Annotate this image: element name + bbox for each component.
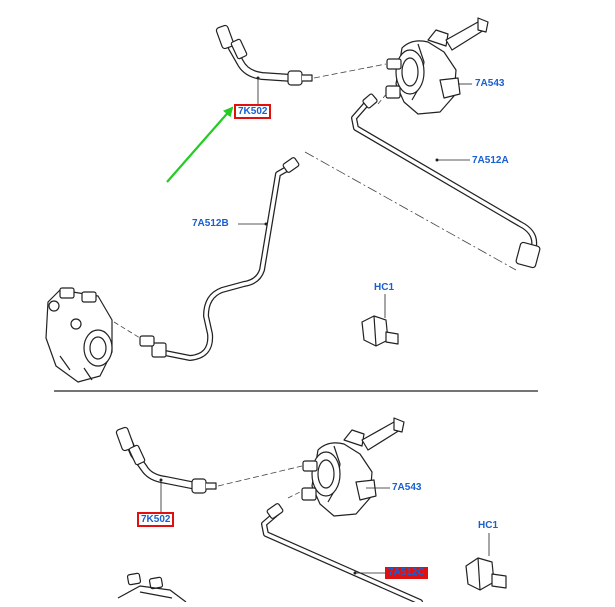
hose-7k502-top [215,24,313,86]
label-7a512a[interactable]: 7A512A [472,155,509,166]
label-7a543-top[interactable]: 7A543 [475,78,505,89]
slave-cylinder-top [45,287,113,383]
hc1-clip-top [361,294,399,347]
slave-cylinder-bottom [117,572,187,603]
label-hc1-bottom[interactable]: HC1 [478,520,499,531]
green-arrow [166,106,234,183]
pipe-7a512a [351,93,541,269]
label-7a512c[interactable]: 7A512C [385,567,428,579]
label-7k502-bottom[interactable]: 7K502 [137,512,175,527]
hose-7k502-bottom [115,426,217,494]
pipe-7a512c [261,503,423,605]
master-cylinder-7a543-top [385,17,489,115]
hc1-clip-bottom [465,533,507,591]
label-hc1-top[interactable]: HC1 [374,282,395,293]
label-7a543-bottom[interactable]: 7A543 [392,482,422,493]
pipe-7a512b [139,157,300,361]
label-7k502-top[interactable]: 7K502 [234,104,272,119]
master-cylinder-7a543-bottom [301,417,405,517]
label-7a512b[interactable]: 7A512B [192,218,229,229]
